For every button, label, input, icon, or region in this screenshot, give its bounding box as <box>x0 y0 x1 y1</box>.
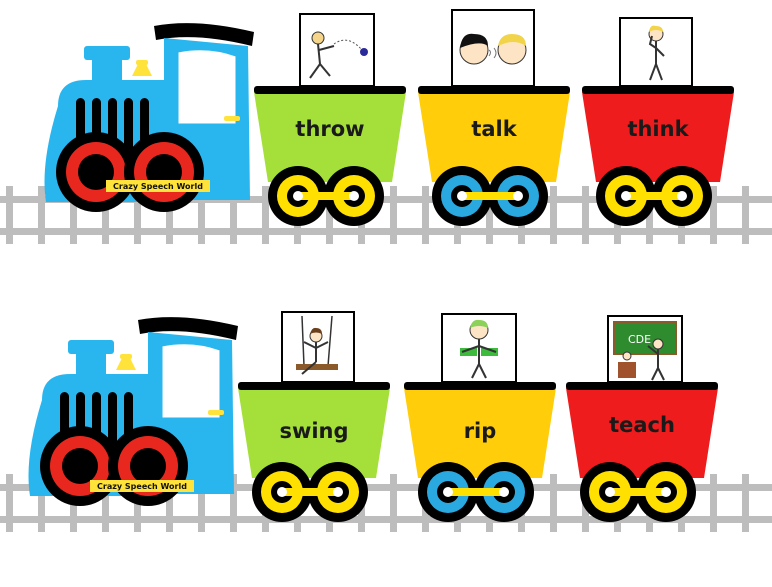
track-tie <box>550 474 557 532</box>
word-label: swing <box>279 419 348 443</box>
track-rail <box>0 516 772 523</box>
track-tie <box>422 186 429 244</box>
track-tie <box>582 186 589 244</box>
track-tie <box>230 474 237 532</box>
talk-picture-icon <box>451 9 535 87</box>
track-tie <box>710 474 717 532</box>
track-tie <box>6 474 13 532</box>
swing-picture-icon <box>281 311 355 383</box>
car-think: think <box>582 17 734 226</box>
teach-picture-icon: CDE <box>607 315 683 383</box>
track-rail <box>0 196 772 203</box>
track-tie <box>710 186 717 244</box>
track-tie <box>6 186 13 244</box>
track-tie <box>198 474 205 532</box>
word-label: rip <box>464 419 497 443</box>
track-tie <box>38 474 45 532</box>
engine-2: Crazy Speech World <box>28 316 239 507</box>
word-label: teach <box>609 413 675 437</box>
engine-1: Crazy Speech World <box>44 22 255 213</box>
track-rail <box>0 484 772 491</box>
train-1: Crazy Speech World throw <box>44 9 734 226</box>
car-swing: swing <box>238 311 390 522</box>
track-tie <box>102 186 109 244</box>
train-2: Crazy Speech World swing <box>28 311 718 522</box>
track-tie <box>390 186 397 244</box>
track-tie <box>646 186 653 244</box>
track-tie <box>742 186 749 244</box>
brand-label: Crazy Speech World <box>113 182 203 191</box>
throw-picture-icon <box>299 13 375 87</box>
track-tie <box>134 186 141 244</box>
word-label: talk <box>471 117 517 141</box>
car-teach: CDE teach <box>566 315 718 522</box>
car-talk: talk <box>418 9 570 226</box>
track-tie <box>390 474 397 532</box>
word-label: throw <box>295 117 364 141</box>
track-tie <box>198 186 205 244</box>
track-tie <box>38 186 45 244</box>
car-throw: throw <box>254 13 406 226</box>
track-tie <box>230 186 237 244</box>
track-rail <box>0 228 772 235</box>
track-tie <box>166 474 173 532</box>
word-label: think <box>627 117 689 141</box>
track-tie <box>742 474 749 532</box>
brand-label: Crazy Speech World <box>97 482 187 491</box>
track-tie <box>262 186 269 244</box>
track-tie <box>166 186 173 244</box>
track-tie <box>326 186 333 244</box>
think-picture-icon <box>619 17 693 87</box>
track-tie <box>70 186 77 244</box>
rip-picture-icon <box>441 313 517 383</box>
track-tie <box>102 474 109 532</box>
board-text: CDE <box>628 333 651 346</box>
track-tie <box>486 186 493 244</box>
car-rip: rip <box>404 313 556 522</box>
track-tie <box>550 186 557 244</box>
